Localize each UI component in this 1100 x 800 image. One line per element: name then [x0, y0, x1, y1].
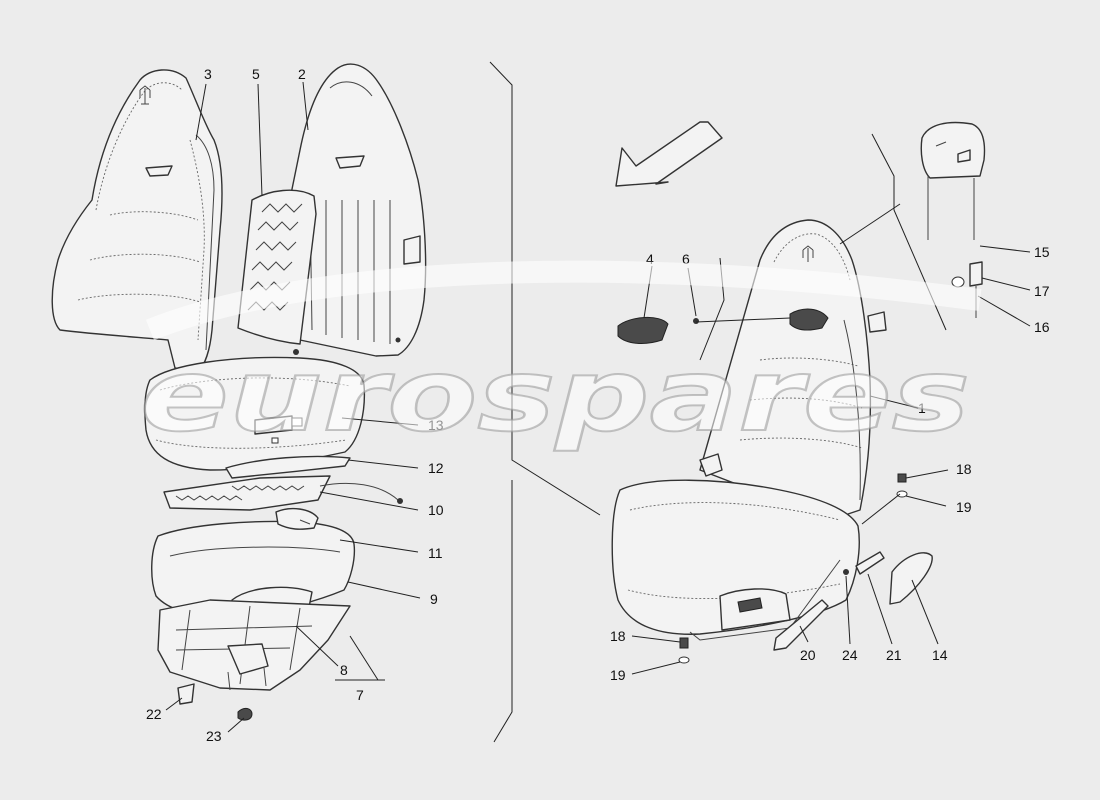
- callout-21: 21: [886, 647, 902, 663]
- screw-18-left: [679, 637, 689, 649]
- vent-grille: [617, 317, 669, 344]
- callout-11: 11: [428, 545, 443, 561]
- callout-18-left: 18: [610, 628, 626, 644]
- direction-arrow-icon: [615, 121, 723, 187]
- side-trim-20: [773, 599, 829, 651]
- cushion-cover: [144, 356, 366, 471]
- callout-19-left: 19: [610, 667, 626, 683]
- callout-6: 6: [682, 251, 690, 267]
- screw-18-right: [897, 473, 907, 483]
- callout-2: 2: [298, 66, 306, 82]
- callout-3: 3: [204, 66, 212, 82]
- headrest: [920, 121, 986, 240]
- callout-16: 16: [1034, 319, 1050, 335]
- fastener-22: [177, 683, 195, 705]
- backrest-cover: [51, 69, 223, 373]
- screw-6: [693, 318, 699, 324]
- leader-lines: [165, 81, 1031, 733]
- callout-9: 9: [430, 591, 438, 607]
- fastener-23: [237, 707, 253, 721]
- callout-12: 12: [428, 460, 444, 476]
- callout-4: 4: [646, 251, 654, 267]
- heating-element: [225, 455, 351, 479]
- heating-mat: [163, 475, 403, 511]
- callout-19-right: 19: [956, 499, 972, 515]
- washer-19-right: [896, 490, 908, 498]
- callout-20: 20: [800, 647, 816, 663]
- screw-24: [843, 569, 849, 575]
- washer-19-left: [678, 656, 690, 664]
- callout-5: 5: [252, 66, 260, 82]
- callout-15: 15: [1034, 244, 1050, 260]
- callout-7: 7: [356, 687, 364, 703]
- callout-22: 22: [146, 706, 162, 722]
- eurospares-watermark: eurospares: [139, 260, 982, 455]
- callout-13: 13: [428, 417, 444, 433]
- seat-frame: [157, 599, 351, 691]
- trident-logo-icon: [802, 245, 814, 262]
- watermark-text: eurospares: [140, 337, 970, 454]
- callout-14: 14: [932, 647, 948, 663]
- callout-23: 23: [206, 728, 222, 744]
- callout-17: 17: [1034, 283, 1050, 299]
- callout-10: 10: [428, 502, 444, 518]
- callout-labels: 3 5 2 4 6 15 17 16 1 13 12 10 11 9 8 7 2…: [146, 66, 1050, 744]
- headrest-guide: [951, 261, 983, 318]
- callout-24: 24: [842, 647, 858, 663]
- callout-1: 1: [918, 400, 926, 416]
- side-trim-21: [855, 551, 885, 575]
- assembled-seat: [611, 219, 887, 641]
- callout-8: 8: [340, 662, 348, 678]
- callout-18-right: 18: [956, 461, 972, 477]
- side-trim-14: [889, 552, 933, 605]
- trident-logo-icon: [139, 85, 151, 105]
